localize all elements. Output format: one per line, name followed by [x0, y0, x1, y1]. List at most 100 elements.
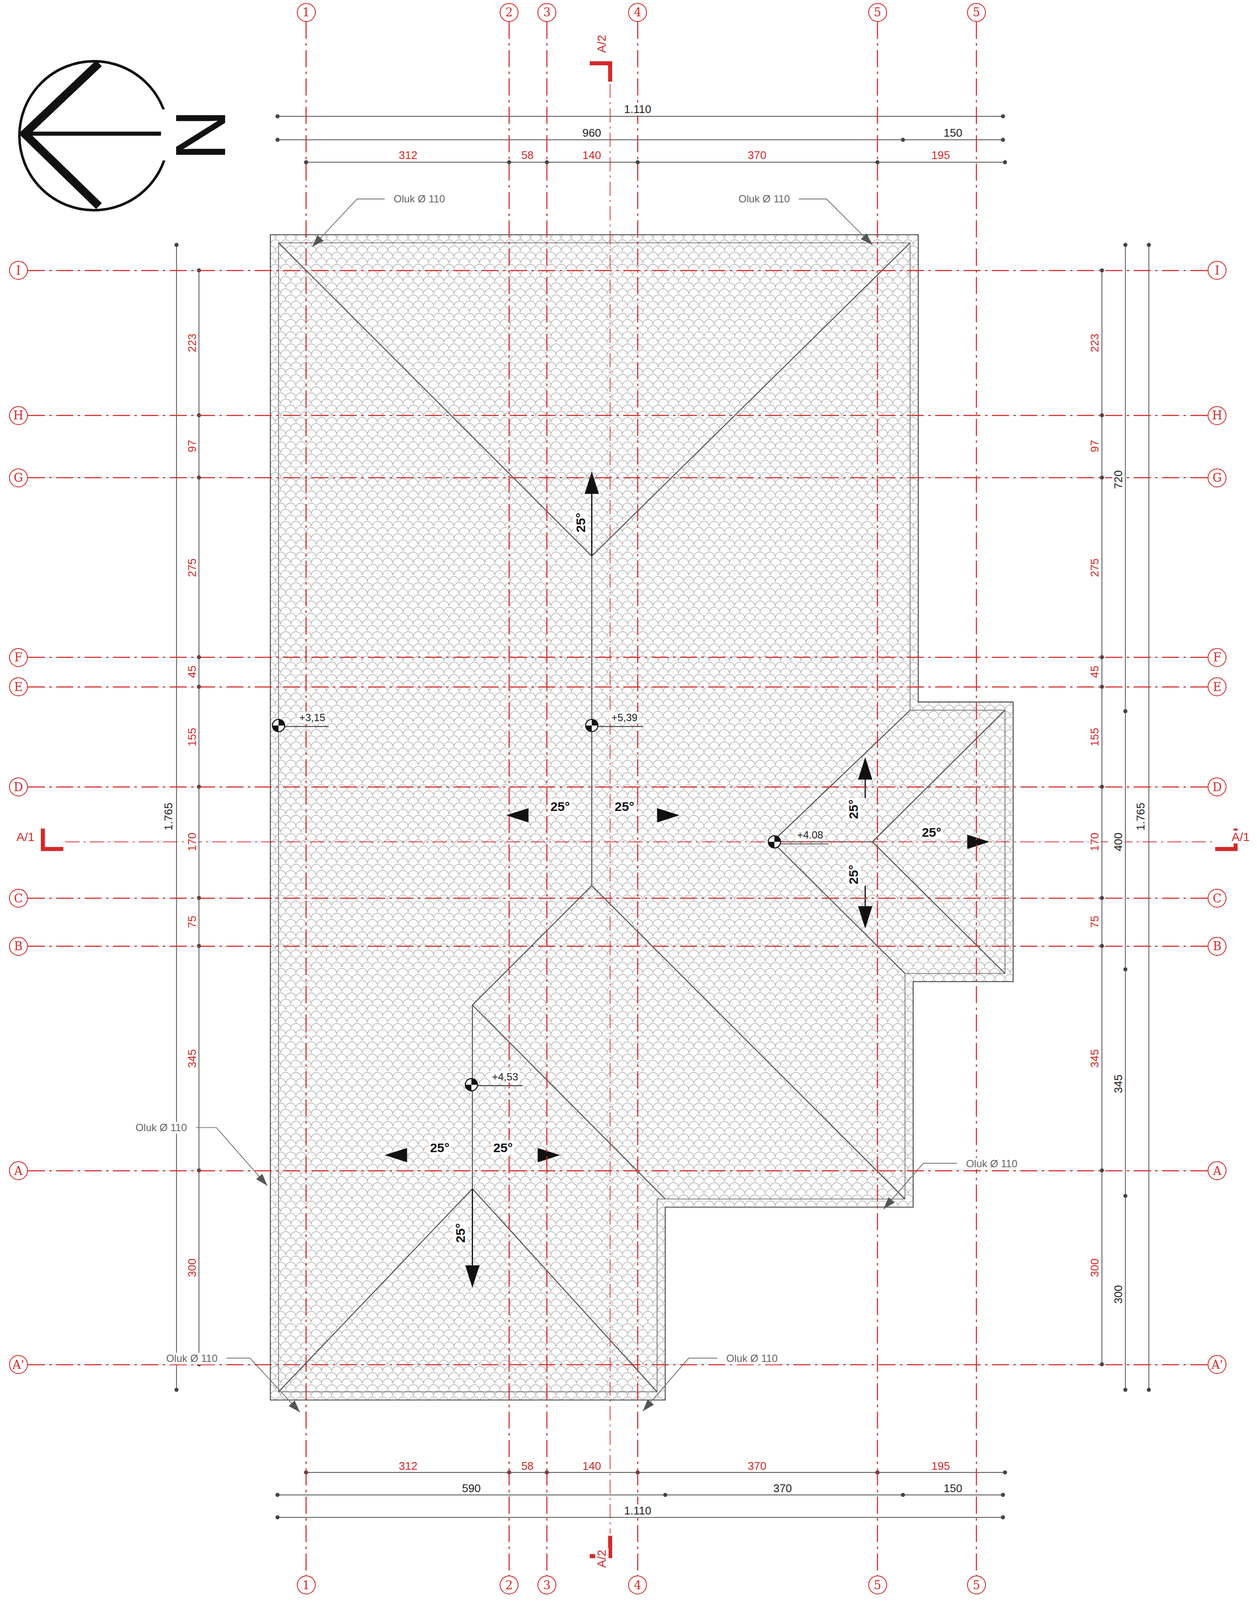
grid-line [637, 21, 639, 1576]
gutter-note-box: Oluk Ø 110 [964, 1157, 1020, 1169]
slope-angle: 25° [614, 799, 635, 814]
dimension-text-box: 195 [929, 1458, 952, 1472]
grid-bubble: C [1207, 888, 1227, 908]
dimension-text: 275 [185, 558, 199, 577]
grid-bubble: D [9, 777, 28, 797]
dimension-line [1101, 270, 1103, 1364]
dimension-text: 223 [185, 333, 199, 352]
dimension-text-box: 223 [185, 331, 199, 354]
slope-arrowhead [384, 1147, 407, 1162]
grid-bubble: F [9, 647, 28, 667]
dimension-text-box: 400 [1112, 830, 1125, 853]
north-arrow [19, 61, 169, 211]
grid-axis-label: G [1212, 471, 1223, 484]
grid-line [27, 686, 1209, 688]
dimension-line [277, 1493, 1004, 1495]
elevation-value-box: +5,39 [609, 711, 640, 723]
dimension-tick [1000, 114, 1006, 119]
grid-bubble: C [9, 888, 28, 908]
roof [270, 234, 1013, 1400]
slope-angle-box: 25° [845, 797, 861, 821]
grid-bubble: D [1207, 777, 1227, 797]
grid-bubble: G [1207, 468, 1227, 488]
leader-line [883, 1162, 958, 1209]
dimension-tick [174, 242, 179, 247]
dimension-text-box: 1.110 [622, 1504, 653, 1517]
section-mark-box: A/1 [1230, 829, 1251, 844]
gutter-note-box: Oluk Ø 110 [391, 193, 447, 205]
elevation-symbol-fill [768, 835, 781, 848]
grid-line [27, 414, 1209, 416]
grid-axis-label: 2 [505, 1578, 513, 1591]
grid-bubble: A' [1207, 1354, 1227, 1374]
slope-angle-box: 25° [428, 1139, 452, 1154]
grid-line [27, 786, 1209, 788]
slope-angle-box: 25° [845, 863, 861, 886]
dimension-text: 370 [747, 1458, 767, 1472]
slope-angle: 25° [845, 864, 861, 885]
grid-line [546, 21, 548, 1576]
north-label-box: N [161, 109, 240, 161]
slope-arrowhead [657, 807, 680, 822]
elevation-value: +4,53 [491, 1070, 519, 1082]
dimension-tick [174, 1387, 179, 1392]
dimension-text: 58 [521, 148, 534, 162]
dimension-text: 1.110 [624, 102, 652, 116]
grid-axis-label: D [1212, 781, 1223, 793]
slope-angle-box: 25° [491, 1139, 515, 1154]
gutter-leaders [195, 198, 958, 1412]
dimension-text-box: 300 [1112, 1282, 1125, 1305]
grid-bubble: 1 [296, 3, 316, 22]
dimension-text: 1.765 [161, 802, 175, 830]
dimension-tick [275, 114, 280, 119]
dimension-text: 960 [582, 125, 602, 139]
dimension-text: 150 [943, 125, 963, 139]
gutter-arrowhead [256, 1173, 268, 1186]
dimension-text-box: 97 [1088, 437, 1102, 454]
dimension-text-box: 345 [1088, 1046, 1102, 1069]
dimension-text: 150 [943, 1480, 963, 1494]
dimension-tick [1000, 137, 1006, 142]
grid-axis-label: D [13, 781, 24, 793]
grid-axis-label: 4 [634, 1578, 642, 1591]
grid-bubble: 4 [628, 3, 647, 22]
slope-angle-box: 25° [573, 510, 588, 534]
dimension-text-box: 370 [746, 1458, 769, 1472]
section-lines [65, 83, 1214, 1534]
leader-line [312, 198, 385, 248]
slope-angle: 25° [493, 1139, 513, 1154]
slope-angle-box: 25° [453, 1220, 468, 1244]
dimension-text-box: 300 [1088, 1256, 1102, 1279]
dimension-text-box: 345 [1112, 1072, 1125, 1095]
dimension-text: 720 [1111, 470, 1125, 489]
gutter-arrowhead [642, 1398, 654, 1411]
grid-line [508, 21, 510, 1576]
dimension-text: 300 [185, 1257, 199, 1277]
dimension-tick [275, 1492, 280, 1497]
dimension-text: 170 [1088, 832, 1102, 852]
section-mark-box: A/2 [595, 33, 609, 55]
dimension-text: 312 [398, 148, 418, 162]
leader-line [799, 198, 873, 245]
grid-axis-label: A [14, 1164, 23, 1177]
section-mark: A/2 [594, 34, 609, 53]
grid-axis-label: E [14, 680, 23, 693]
slope-arrows [384, 471, 990, 1288]
grid-axis-label: I [15, 264, 21, 277]
grid-axis-label: C [13, 892, 23, 904]
leader-line [642, 1357, 717, 1411]
grid-bubble: 3 [537, 3, 557, 22]
gutter-arrowhead [860, 233, 873, 245]
section-mark: A/1 [1231, 829, 1250, 843]
elevation-value-box: +4,53 [490, 1070, 520, 1082]
slope-arrowhead [967, 834, 990, 849]
dimension-text: 400 [1111, 832, 1125, 852]
elevation-value-box: +4.08 [795, 829, 825, 841]
slope-angle: 25° [430, 1139, 450, 1154]
section-mark: A/2 [594, 1549, 609, 1568]
grid-line [27, 476, 1209, 479]
grid-bubble: I [1207, 260, 1227, 280]
slope-arrow-stem [471, 1188, 473, 1265]
dimension-tick [1000, 1492, 1006, 1497]
dimension-text: 370 [747, 148, 767, 162]
